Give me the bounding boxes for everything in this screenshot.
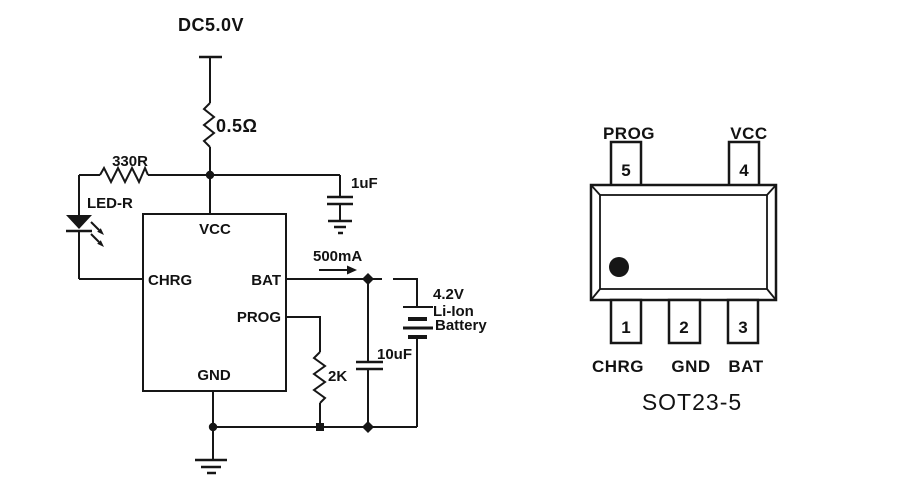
battery-symbol	[403, 306, 433, 427]
led-symbol	[66, 175, 104, 279]
battery-word-label: Battery	[435, 317, 487, 334]
capacitor-1uf-label: 1uF	[351, 175, 378, 192]
sot23-5-package-diagram: 5 4 PROG VCC 1 2 3 CHRG GND BAT SOT23-5	[589, 124, 778, 415]
pin-1-label: CHRG	[592, 357, 644, 376]
current-direction-arrow	[319, 265, 357, 275]
supply-terminal	[199, 55, 222, 103]
resistor-2k-symbol	[286, 316, 327, 427]
ground-symbol-main	[195, 427, 227, 475]
ic-pin-vcc-label: VCC	[199, 221, 231, 238]
capacitor-10uf-label: 10uF	[377, 346, 412, 363]
resistor-0p5ohm-label: 0.5Ω	[216, 116, 257, 136]
junction-dot-gnd-3	[362, 421, 374, 433]
package-pin-2	[667, 298, 702, 345]
resistor-330r-symbol	[79, 165, 210, 185]
package-pin-3	[726, 298, 760, 345]
battery-voltage-label: 4.2V	[433, 286, 464, 303]
pin-4-label: VCC	[730, 124, 767, 143]
pin-4-number: 4	[739, 161, 749, 180]
ic-pin-chrg-label: CHRG	[148, 272, 192, 289]
pin-5-label: PROG	[603, 124, 655, 143]
junction-dot-gnd-2	[316, 423, 324, 431]
pin-2-label: GND	[671, 357, 710, 376]
pin-5-number: 5	[621, 161, 630, 180]
capacitor-1uf-symbol	[327, 175, 353, 221]
led-emission-arrows	[90, 221, 104, 247]
wire-to-battery	[393, 278, 418, 307]
pin-1-marker-dot	[609, 257, 629, 277]
package-name-label: SOT23-5	[642, 389, 742, 415]
battery-chemistry-label: Li-Ion	[433, 303, 474, 320]
charge-current-label: 500mA	[313, 248, 362, 265]
charger-schematic: DC5.0V 0.5Ω 330R	[66, 15, 487, 475]
pin-3-label: BAT	[728, 357, 763, 376]
resistor-330r-label: 330R	[112, 153, 148, 170]
package-body	[589, 183, 778, 302]
package-pin-1	[609, 298, 643, 345]
supply-voltage-label: DC5.0V	[178, 15, 244, 35]
resistor-0p5ohm-symbol	[202, 102, 216, 148]
ic-pin-bat-label: BAT	[251, 272, 281, 289]
capacitor-10uf-symbol	[356, 279, 383, 427]
pin-2-number: 2	[679, 318, 688, 337]
led-label: LED-R	[87, 195, 133, 212]
junction-dot-vcc	[205, 170, 215, 180]
ic-pin-gnd-label: GND	[197, 367, 231, 384]
ic-body	[142, 213, 287, 392]
pin-1-number: 1	[621, 318, 630, 337]
resistor-2k-label: 2K	[328, 368, 347, 385]
pin-3-number: 3	[738, 318, 747, 337]
ic-pin-prog-label: PROG	[237, 309, 281, 326]
ground-symbol-input-cap	[328, 219, 352, 235]
